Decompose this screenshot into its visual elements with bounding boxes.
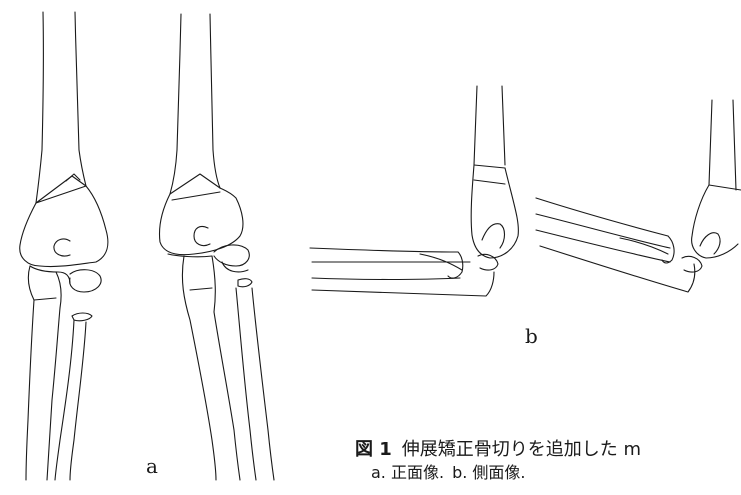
forearm-right (168, 245, 274, 480)
caption-subtitle-line: a. 正面像. b. 側面像. (355, 462, 741, 484)
lateral-elbow-right (536, 100, 741, 292)
caption-figure-number: 図 1 (355, 439, 392, 460)
caption-title-line: 図 1 伸展矯正骨切りを追加した m (355, 438, 741, 462)
lateral-elbow-left (310, 86, 518, 296)
panel-label-a: a (146, 456, 158, 476)
panel-label-b: b (525, 326, 538, 346)
humerus-left (20, 12, 108, 267)
humerus-right (159, 14, 242, 255)
forearm-left (26, 266, 101, 480)
caption-title: 伸展矯正骨切りを追加した m (402, 439, 641, 460)
figure-caption: 図 1 伸展矯正骨切りを追加した m a. 正面像. b. 側面像. (355, 438, 741, 484)
caption-sub-b: b. 側面像. (452, 463, 525, 482)
caption-sub-a: a. 正面像. (371, 463, 444, 482)
